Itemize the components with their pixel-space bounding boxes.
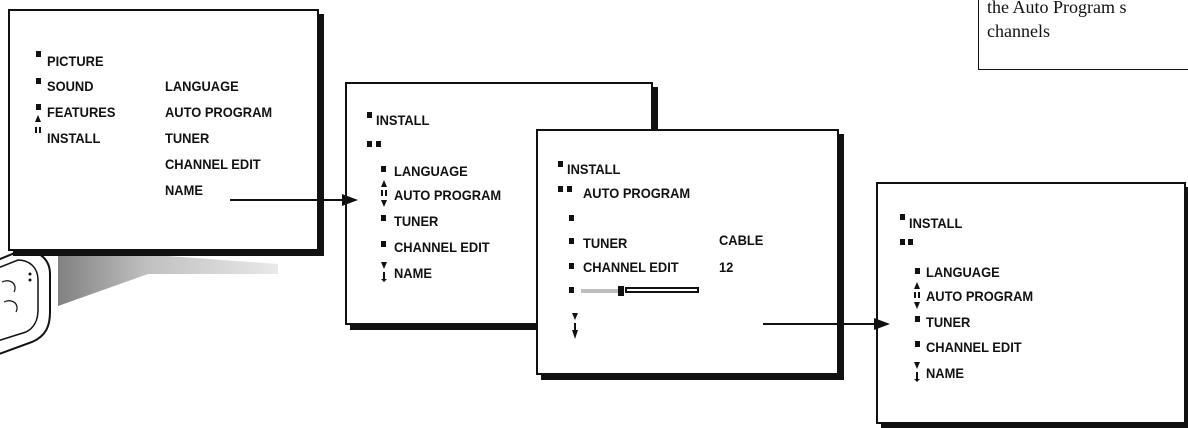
arrow-shaft (763, 323, 874, 325)
menu-item-name[interactable]: NAME (926, 365, 964, 381)
up-down-arrow-icon (913, 282, 921, 309)
note-line-2: channels (987, 21, 1050, 41)
note-box: the Auto Program s channels (978, 0, 1188, 70)
auto-program-heading: AUTO PROGRAM (583, 185, 691, 201)
submenu-item-name[interactable]: NAME (165, 182, 203, 198)
square-bullet-icon (900, 214, 905, 220)
square-bullet-icon (367, 141, 372, 147)
channel-edit-value: 12 (719, 259, 734, 275)
square-bullet-icon (915, 268, 920, 274)
square-bullet-icon (569, 263, 574, 269)
square-bullet-icon (36, 104, 41, 110)
menu-item-name[interactable]: NAME (394, 265, 432, 281)
progress-track (625, 287, 699, 293)
up-down-arrow-icon (913, 362, 921, 384)
auto-program-progress-bar (581, 286, 701, 296)
square-bullet-icon (569, 238, 574, 244)
menu-item-picture[interactable]: PICTURE (47, 53, 104, 69)
submenu-item-channel-edit[interactable]: CHANNEL EDIT (165, 156, 261, 172)
menu-item-features[interactable]: FEATURES (47, 104, 116, 120)
progress-fill (581, 289, 622, 293)
square-bullet-icon (900, 239, 905, 245)
remote-control-icon (0, 248, 278, 355)
screen-title: INSTALL (909, 215, 963, 231)
square-bullet-icon (36, 78, 41, 84)
square-bullet-icon (915, 341, 920, 347)
submenu-item-tuner[interactable]: TUNER (165, 130, 210, 146)
progress-thumb (618, 286, 624, 296)
menu-item-tuner[interactable]: TUNER (394, 213, 439, 229)
square-bullet-icon (569, 287, 574, 293)
tuner-label: TUNER (583, 235, 628, 251)
menu-item-tuner[interactable]: TUNER (926, 314, 971, 330)
main-menu-screen: PICTURE SOUND FEATURES INSTALL LANGUAGE … (8, 9, 319, 251)
square-bullet-icon (367, 112, 372, 118)
menu-item-language[interactable]: LANGUAGE (926, 264, 1000, 280)
menu-item-auto-program[interactable]: AUTO PROGRAM (394, 187, 502, 203)
note-line-1: the Auto Program s (987, 0, 1127, 17)
screen-title: INSTALL (376, 112, 430, 128)
up-down-arrow-icon (34, 115, 42, 137)
arrow-head (342, 194, 358, 206)
tuner-value: CABLE (719, 232, 764, 248)
square-bullet-icon (36, 51, 41, 57)
flow-arrow-icon (763, 318, 890, 330)
channel-edit-label: CHANNEL EDIT (583, 259, 679, 275)
square-bullet-icon (915, 316, 920, 322)
square-bullet-icon (381, 215, 386, 221)
arrow-head (874, 318, 890, 330)
note-text: the Auto Program s channels (987, 0, 1127, 43)
up-down-arrow-icon (571, 313, 579, 339)
submenu-item-language[interactable]: LANGUAGE (165, 78, 239, 94)
square-bullet-icon (558, 161, 563, 167)
square-bullet-icon (381, 241, 386, 247)
square-bullet-icon (558, 186, 563, 192)
square-bullet-icon (908, 239, 913, 245)
menu-item-channel-edit[interactable]: CHANNEL EDIT (926, 339, 1022, 355)
screen-title: INSTALL (567, 161, 621, 177)
menu-item-install[interactable]: INSTALL (47, 130, 101, 146)
flow-arrow-icon (230, 194, 358, 206)
arrow-shaft (230, 199, 342, 201)
square-bullet-icon (376, 141, 381, 147)
up-down-arrow-icon (380, 180, 388, 207)
menu-item-channel-edit[interactable]: CHANNEL EDIT (394, 239, 490, 255)
menu-item-sound[interactable]: SOUND (47, 78, 94, 94)
auto-program-screen: INSTALL AUTO PROGRAM TUNER CABLE CHANNEL… (536, 129, 839, 375)
menu-item-language[interactable]: LANGUAGE (394, 163, 468, 179)
up-down-arrow-icon (380, 262, 388, 284)
square-bullet-icon (381, 166, 386, 172)
square-bullet-icon (569, 215, 574, 221)
menu-item-auto-program[interactable]: AUTO PROGRAM (926, 288, 1034, 304)
install-menu-return-screen: INSTALL LANGUAGE AUTO PROGRAM TUNER CHAN… (876, 182, 1186, 424)
square-bullet-icon (567, 186, 572, 192)
submenu-item-auto-program[interactable]: AUTO PROGRAM (165, 104, 273, 120)
